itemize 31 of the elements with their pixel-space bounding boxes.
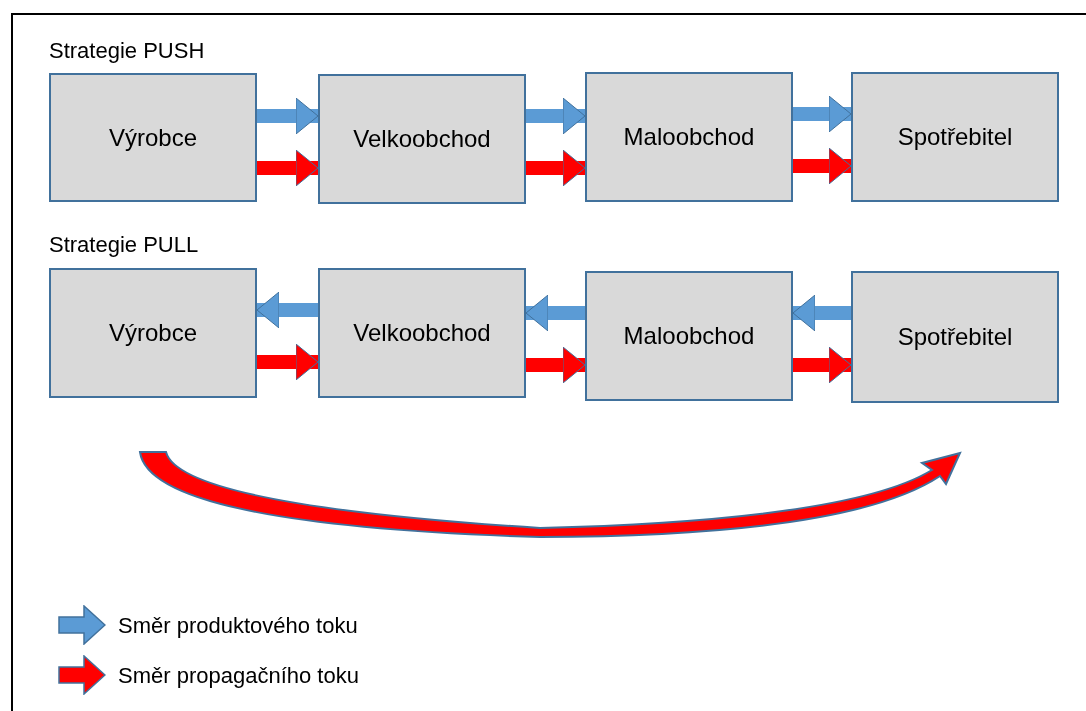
block-arrow [526, 346, 586, 384]
process-box [318, 268, 526, 398]
process-box [49, 268, 257, 398]
block-arrow [257, 149, 319, 187]
process-box [851, 72, 1059, 202]
box-label: Maloobchod [623, 122, 755, 152]
legend-label: Směr produktového toku [118, 611, 358, 640]
block-arrow [526, 149, 586, 187]
box-label: Spotřebitel [897, 322, 1013, 352]
process-box [585, 271, 793, 401]
process-box [49, 73, 257, 202]
block-arrow [792, 294, 851, 332]
box-label: Maloobchod [623, 321, 755, 351]
section-heading: Strategie PULL [49, 234, 199, 256]
block-arrow [793, 346, 852, 384]
process-box [585, 72, 793, 202]
process-box [851, 271, 1059, 403]
process-box [318, 74, 526, 204]
block-arrow [793, 95, 852, 133]
block-arrow [526, 97, 586, 135]
box-label: Výrobce [108, 122, 197, 153]
box-label: Velkoobchod [353, 318, 491, 348]
box-label: Výrobce [108, 318, 197, 348]
box-label: Velkoobchod [353, 124, 491, 154]
block-arrow [793, 147, 852, 185]
block-arrow [525, 294, 585, 332]
legend-label: Směr propagačního toku [118, 661, 359, 690]
box-label: Spotřebitel [897, 122, 1013, 152]
block-arrow [257, 97, 319, 135]
block-arrow [257, 343, 319, 381]
block-arrow [256, 291, 318, 329]
